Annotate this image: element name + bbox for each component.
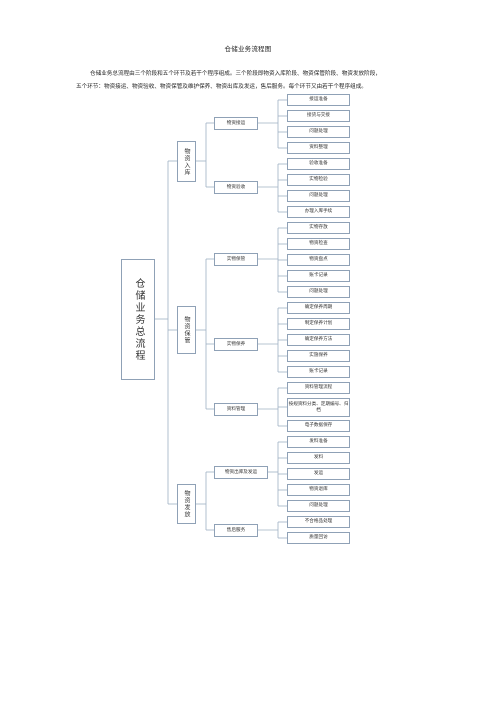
step-node: 实物存放 bbox=[287, 222, 350, 234]
step-node: 质量回访 bbox=[287, 532, 350, 544]
step-node: 问题处理 bbox=[287, 500, 350, 512]
step-node: 问题处理 bbox=[287, 286, 350, 298]
step-node: 物资盘点 bbox=[287, 254, 350, 266]
group-node-label: 售后服务 bbox=[226, 527, 246, 533]
step-node: 不合格品处理 bbox=[287, 516, 350, 528]
step-node: 接货与交接 bbox=[287, 110, 350, 122]
step-node: 实物检验 bbox=[287, 174, 350, 186]
step-node: 验收准备 bbox=[287, 158, 350, 170]
root-node: 仓储业务总流程 bbox=[121, 259, 155, 380]
stage-node-storage: 物资保管 bbox=[177, 306, 196, 354]
step-node: 资料整理 bbox=[287, 142, 350, 154]
step-node: 实施保养 bbox=[287, 350, 350, 362]
group-node-maintenance: 实物保养 bbox=[214, 338, 258, 351]
group-node-inspection: 物资验收 bbox=[214, 181, 258, 194]
stage-node-label: 物资入库 bbox=[183, 147, 190, 176]
intro-paragraph-line-1: 仓储业务总流程由三个阶段和五个环节及若干个程序组成。三个阶段即物资入库阶段、物资… bbox=[90, 71, 381, 77]
step-node: 问题处理 bbox=[287, 190, 350, 202]
group-node-label: 资料管理 bbox=[226, 406, 246, 412]
group-node-label: 物资出库及发运 bbox=[224, 469, 258, 475]
group-node-label: 物资接运 bbox=[226, 120, 246, 126]
group-node-physical-storage: 实物保管 bbox=[214, 253, 258, 266]
step-node: 发料准备 bbox=[287, 436, 350, 448]
step-node: 电子数据保存 bbox=[287, 420, 350, 432]
intro-paragraph-line-2: 五个环节：物资接运、物资验收、物资保管及维护保养、物资出库及发运，售后服务。每个… bbox=[76, 84, 367, 90]
stage-node-label: 物资保管 bbox=[183, 316, 190, 344]
group-node-receiving: 物资接运 bbox=[214, 117, 258, 130]
step-node: 账卡记录 bbox=[287, 366, 350, 378]
group-node-label: 实物保养 bbox=[226, 341, 246, 347]
step-node: 确定保养周期 bbox=[287, 302, 350, 314]
step-node: 发运 bbox=[287, 468, 350, 480]
group-node-outbound: 物资出库及发运 bbox=[214, 466, 268, 479]
step-node: 发料 bbox=[287, 452, 350, 464]
step-node: 物资退库 bbox=[287, 484, 350, 496]
stage-node-dispatch: 物资发放 bbox=[177, 484, 196, 524]
group-node-label: 实物保管 bbox=[226, 256, 246, 262]
page-title: 仓储业务流程图 bbox=[224, 45, 272, 53]
step-node: 按规资料分类、定期编号、归档 bbox=[287, 398, 350, 417]
step-node: 办理入库手续 bbox=[287, 206, 350, 218]
group-node-label: 物资验收 bbox=[226, 184, 246, 190]
group-node-after-sales: 售后服务 bbox=[214, 524, 258, 537]
step-node: 问题处理 bbox=[287, 126, 350, 138]
step-node: 账卡记录 bbox=[287, 270, 350, 282]
stage-node-label: 物资发放 bbox=[183, 490, 190, 518]
step-node: 接运准备 bbox=[287, 94, 350, 106]
step-node: 确定保养方法 bbox=[287, 334, 350, 346]
step-node: 制定保养计划 bbox=[287, 318, 350, 330]
stage-node-inbound: 物资入库 bbox=[177, 141, 196, 182]
step-node: 物资检查 bbox=[287, 238, 350, 250]
step-node: 资料管理流程 bbox=[287, 382, 350, 394]
group-node-records: 资料管理 bbox=[214, 403, 258, 416]
root-node-label: 仓储业务总流程 bbox=[133, 277, 144, 362]
